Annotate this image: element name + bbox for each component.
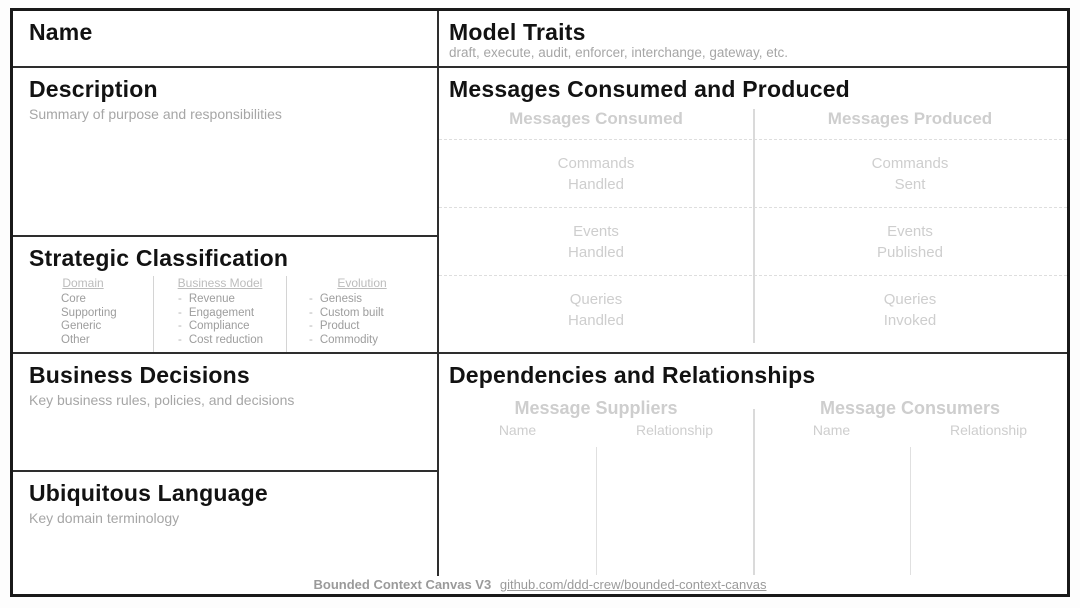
message-consumers-heading: Message Consumers [819,398,1001,418]
queries-handled-cell: Queries Handled [439,289,753,331]
consumers-column-headers: Name Relationship [753,422,1067,438]
strategic-group-heading: Domain [62,276,104,290]
footer-title: Bounded Context Canvas V3 [313,577,492,592]
strategic-group-business-model: Business Model Revenue Engagement Compli… [153,276,286,352]
strategic-group-heading: Business Model [177,276,263,290]
cell-line: Events [573,222,619,240]
strategic-group-evolution: Evolution Genesis Custom built Product C… [286,276,437,352]
footer-link[interactable]: github.com/ddd-crew/bounded-context-canv… [499,577,767,592]
messages-row-queries: Queries Handled Queries Invoked [439,275,1067,343]
events-handled-cell: Events Handled [439,221,753,263]
commands-handled-cell: Commands Handled [439,153,753,195]
messages-table: Messages Consumed Messages Produced Comm… [439,109,1067,343]
dependencies-section: Dependencies and Relationships Message S… [439,354,1067,594]
strategic-item: Other [61,333,90,346]
messages-section: Messages Consumed and Produced Messages … [439,68,1067,354]
dependencies-body: Message Suppliers Name Relationship Mess… [439,389,1067,589]
dependencies-center-divider [753,409,755,575]
events-published-cell: Events Published [753,221,1067,263]
messages-produced-header: Messages Produced [827,109,993,128]
strategic-item: Cost reduction [154,334,286,348]
strategic-item: Supporting [61,306,117,319]
messages-center-divider [753,109,755,343]
strategic-classification-title: Strategic Classification [29,245,289,271]
description-section-title: Description [29,76,158,102]
cell-line: Commands [871,154,949,172]
name-section: Name [13,11,439,68]
suppliers-name-header: Name [498,422,537,438]
strategic-item: Generic [61,320,102,332]
cell-line: Invoked [883,311,937,329]
strategic-item: Core [61,293,86,305]
commands-sent-cell: Commands Sent [753,153,1067,195]
strategic-item: Engagement [154,307,286,321]
messages-consumed-header: Messages Consumed [509,109,683,128]
model-traits-title: Model Traits [449,19,586,45]
ubiquitous-language-title: Ubiquitous Language [29,480,268,506]
consumers-name-header: Name [812,422,851,438]
model-traits-hint: draft, execute, audit, enforcer, interch… [449,45,788,60]
messages-header-row: Messages Consumed Messages Produced [439,109,1067,139]
cell-line: Sent [894,175,926,193]
dependencies-section-title: Dependencies and Relationships [449,362,816,388]
queries-invoked-cell: Queries Invoked [753,289,1067,331]
strategic-item: Custom built [287,307,437,321]
suppliers-relationship-header: Relationship [635,422,714,438]
cell-line: Handled [568,243,624,261]
description-section-hint: Summary of purpose and responsibilities [29,106,282,122]
canvas-footer: Bounded Context Canvas V3 github.com/ddd… [303,576,777,594]
strategic-item: Revenue [154,293,286,307]
strategic-classification-section: Strategic Classification Domain Core Sup… [13,237,439,354]
bounded-context-canvas: Name Description Summary of purpose and … [10,8,1070,597]
ubiquitous-language-section: Ubiquitous Language Key domain terminolo… [13,472,439,594]
suppliers-column-divider [596,447,597,575]
cell-line: Queries [883,290,937,308]
strategic-classification-grid: Domain Core Supporting Generic Other Bus… [13,276,437,352]
cell-line: Events [887,222,933,240]
cell-line: Queries [569,290,623,308]
business-decisions-hint: Key business rules, policies, and decisi… [29,392,295,408]
consumers-column-divider [910,447,911,575]
strategic-item: Genesis [287,293,437,307]
message-suppliers-panel: Message Suppliers Name Relationship [439,389,753,589]
strategic-group-domain: Domain Core Supporting Generic Other [13,276,153,352]
strategic-item: Product [287,320,437,334]
name-section-title: Name [29,19,93,45]
message-suppliers-heading: Message Suppliers [514,398,678,418]
messages-section-title: Messages Consumed and Produced [449,76,850,102]
strategic-group-heading: Evolution [337,276,387,290]
suppliers-column-headers: Name Relationship [439,422,753,438]
cell-line: Published [877,243,943,261]
cell-line: Handled [568,175,624,193]
strategic-item: Commodity [287,334,437,348]
cell-line: Commands [557,154,635,172]
ubiquitous-language-hint: Key domain terminology [29,510,180,526]
consumers-relationship-header: Relationship [949,422,1028,438]
message-consumers-panel: Message Consumers Name Relationship [753,389,1067,589]
business-decisions-section: Business Decisions Key business rules, p… [13,354,439,472]
model-traits-section: Model Traits draft, execute, audit, enfo… [439,11,1067,68]
description-section: Description Summary of purpose and respo… [13,68,439,237]
cell-line: Handled [568,311,624,329]
strategic-item: Compliance [154,320,286,334]
business-decisions-title: Business Decisions [29,362,250,388]
